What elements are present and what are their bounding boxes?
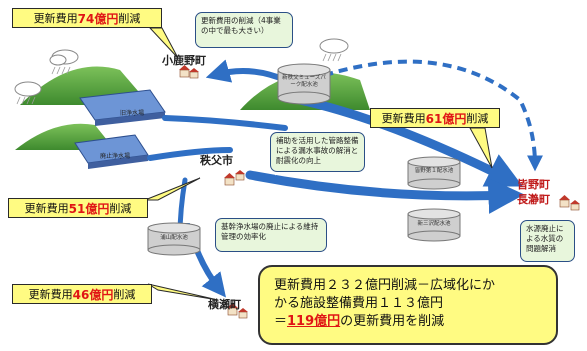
summary-line-2: かる施設整備費用１１３億円	[274, 296, 444, 312]
summary-line-1: 更新費用２３２億円削減－広域化にか	[274, 278, 496, 293]
rain-icon	[16, 96, 36, 105]
summary-total-amount: 119億円	[287, 314, 341, 330]
house-icon	[179, 65, 199, 79]
house-icon	[224, 170, 245, 186]
urayama-tank	[147, 222, 201, 256]
rain-icon	[51, 66, 71, 75]
flow-arrow-main-upper	[295, 95, 523, 187]
callout-tail-chichibu	[144, 177, 201, 201]
flow-arrow-plant-b	[147, 147, 233, 161]
town-nagatoro: 長瀞町	[517, 193, 550, 206]
house-icon	[227, 303, 248, 319]
cloud-icon	[319, 38, 349, 54]
note-plant-abolition: 基幹浄水場の廃止による維持管理の効率化	[215, 218, 327, 252]
cloud-icon	[14, 81, 42, 97]
shinsan-tank-label: 新三沢配水池	[417, 221, 451, 227]
town-chichibu: 秩父市	[200, 154, 233, 167]
note-water-quality: 水源廃止による水質の問題解消	[520, 220, 575, 262]
house-icon	[559, 195, 580, 211]
water-plant-a	[79, 89, 166, 126]
flow-arrow-to-kojika	[205, 59, 288, 83]
town-kojika: 小鹿野町	[162, 54, 206, 67]
callout-tail-kojika	[148, 27, 179, 59]
summary-box: 更新費用２３２億円削減－広域化にか かる施設整備費用１１３億円 ＝119億円の更…	[258, 265, 558, 345]
note-pipe-maintenance: 補助を活用した管路整備による漏水事故の解消と耐震化の向上	[270, 132, 365, 172]
town-minano: 皆野町	[517, 178, 550, 191]
flow-arrow-plant-a	[162, 115, 288, 131]
plant-a-label: 旧浄水場	[120, 110, 145, 117]
museum-tank	[277, 63, 331, 105]
water-plant-b	[74, 134, 149, 169]
shinsan-tank	[407, 208, 461, 242]
urayama-tank-label: 浦山配水池	[160, 235, 188, 241]
rain-icon	[322, 53, 342, 62]
minano-tank	[407, 156, 461, 190]
plant-b-label: 廃止浄水場	[100, 153, 131, 160]
flow-arrow-main-lower	[245, 170, 525, 214]
callout-tail-yokoze	[147, 283, 219, 301]
dashed-arrow-to-minano	[309, 59, 543, 172]
cloud-icon	[49, 49, 79, 66]
callout-tail-minano	[469, 127, 493, 169]
minano-tank-label: 皆野第１配水池	[414, 168, 454, 174]
summary-line-3: ＝119億円の更新費用を削減	[274, 314, 445, 330]
note-cost-reduction: 更新費用の削減（4事業の中で最も大きい）	[195, 12, 293, 48]
museum-tank-label: 新秩父ミューズパーク配水池	[282, 75, 326, 88]
town-yokoze: 横瀬町	[208, 298, 241, 311]
